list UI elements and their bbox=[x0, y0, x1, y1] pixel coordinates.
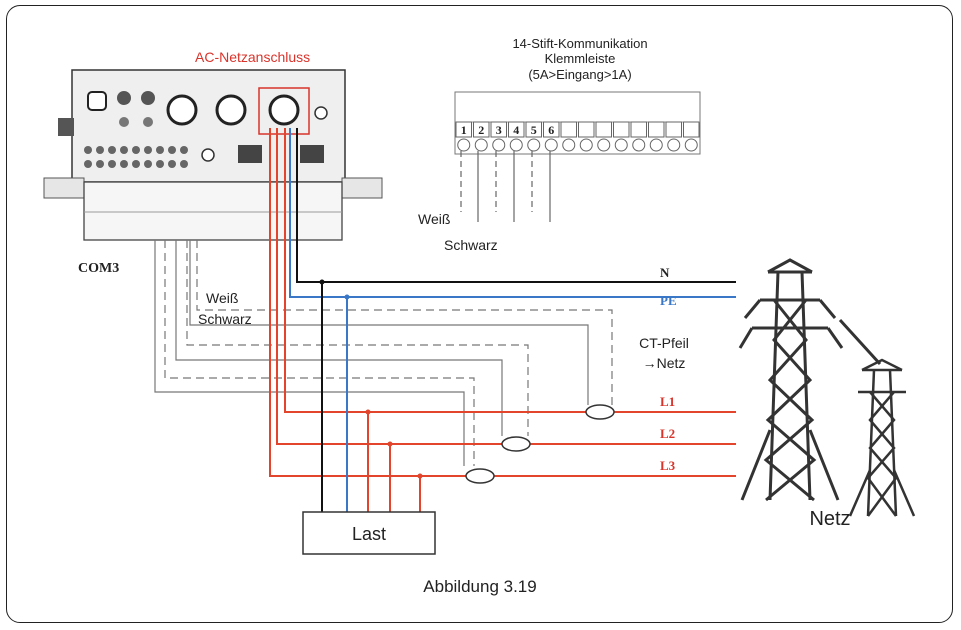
terminal-slot bbox=[455, 121, 472, 138]
terminal-number: 6 bbox=[548, 123, 554, 137]
ct-clamp-l1 bbox=[585, 404, 615, 420]
io-terminal bbox=[108, 160, 116, 168]
terminal-slot bbox=[560, 121, 577, 138]
terminal-slot bbox=[630, 121, 647, 138]
line-l2-label: L2 bbox=[660, 426, 675, 441]
io-terminal bbox=[132, 146, 140, 154]
l2-line bbox=[276, 128, 736, 445]
load-label: Last bbox=[352, 524, 386, 544]
terminal-screw bbox=[492, 138, 506, 152]
terminal-screw bbox=[632, 138, 646, 152]
load-box bbox=[302, 511, 436, 555]
terminal-screw bbox=[562, 138, 576, 152]
comm-title-line2: Klemmleiste bbox=[545, 51, 616, 66]
ct-arrow-label-line2: →Netz bbox=[643, 355, 686, 371]
io-terminal bbox=[84, 160, 92, 168]
terminal-screw bbox=[649, 138, 663, 152]
terminal-number: 2 bbox=[478, 123, 484, 137]
io-terminal bbox=[144, 146, 152, 154]
io-terminal bbox=[120, 160, 128, 168]
ct-clamp-l2 bbox=[501, 436, 531, 452]
com3-label: COM3 bbox=[78, 261, 119, 276]
transmission-tower-large-icon bbox=[738, 258, 882, 502]
transmission-tower-small-icon bbox=[848, 358, 916, 517]
terminal-number: 4 bbox=[513, 123, 519, 137]
ct-clamps bbox=[465, 404, 615, 484]
terminal-black-label: Schwarz bbox=[444, 237, 498, 253]
terminal-slot bbox=[490, 121, 507, 138]
wire-black-label: Schwarz bbox=[198, 311, 252, 327]
power-lines bbox=[269, 128, 736, 512]
inverter bbox=[43, 69, 383, 241]
terminal-white-label: Weiß bbox=[418, 211, 450, 227]
figure-caption: Abbildung 3.19 bbox=[423, 577, 536, 596]
terminal-screw bbox=[614, 138, 628, 152]
comm-title-line1: 14-Stift-Kommunikation bbox=[512, 36, 647, 51]
io-terminal bbox=[132, 160, 140, 168]
comm-title-line3: (5A>Eingang>1A) bbox=[528, 67, 631, 82]
terminal-screw bbox=[579, 138, 593, 152]
pe-line bbox=[289, 128, 736, 298]
wire-white-label: Weiß bbox=[206, 290, 238, 306]
line-pe-label: PE bbox=[660, 293, 677, 308]
line-l3-label: L3 bbox=[660, 458, 676, 473]
terminal-slot bbox=[525, 121, 542, 138]
io-terminal bbox=[180, 146, 188, 154]
terminal-slot bbox=[665, 121, 682, 138]
terminal-screw bbox=[457, 138, 471, 152]
terminal-slot bbox=[508, 121, 525, 138]
io-terminal bbox=[108, 146, 116, 154]
ct-arrow-label-line1: CT-Pfeil bbox=[639, 335, 689, 351]
ct-clamp-l3 bbox=[465, 468, 495, 484]
terminal-slot bbox=[648, 121, 665, 138]
terminal-screw bbox=[544, 138, 558, 152]
terminal-screw bbox=[684, 138, 698, 152]
neutral-line bbox=[296, 128, 736, 283]
io-terminal-grid bbox=[84, 146, 188, 168]
terminal-screw bbox=[474, 138, 488, 152]
line-l1-label: L1 bbox=[660, 394, 675, 409]
terminal-number: 1 bbox=[461, 123, 467, 137]
terminal-number: 3 bbox=[496, 123, 502, 137]
io-terminal bbox=[168, 160, 176, 168]
ac-connection-label: AC-Netzanschluss bbox=[195, 49, 310, 65]
terminal-slot bbox=[473, 121, 490, 138]
figure-frame bbox=[6, 5, 953, 623]
terminal-leads bbox=[460, 151, 551, 222]
line-n-label: N bbox=[660, 265, 670, 280]
terminal-screw bbox=[527, 138, 541, 152]
terminal-number: 5 bbox=[531, 123, 537, 137]
terminal-screw bbox=[509, 138, 523, 152]
junction-dots bbox=[319, 279, 423, 479]
terminal-slot bbox=[613, 121, 630, 138]
io-terminal bbox=[144, 160, 152, 168]
ct-signal-wires bbox=[154, 240, 613, 466]
io-terminal bbox=[96, 160, 104, 168]
io-terminal bbox=[156, 146, 164, 154]
io-terminal bbox=[156, 160, 164, 168]
terminal-screw bbox=[597, 138, 611, 152]
io-terminal bbox=[120, 146, 128, 154]
io-terminal bbox=[168, 146, 176, 154]
io-terminal bbox=[180, 160, 188, 168]
terminal-screw bbox=[667, 138, 681, 152]
terminal-slot bbox=[683, 121, 700, 138]
terminal-slot bbox=[578, 121, 595, 138]
io-terminal bbox=[96, 146, 104, 154]
grid-label: Netz bbox=[809, 508, 850, 530]
io-terminal bbox=[84, 146, 92, 154]
terminal-slot bbox=[595, 121, 612, 138]
l3-line bbox=[269, 128, 736, 477]
terminal-slot bbox=[543, 121, 560, 138]
